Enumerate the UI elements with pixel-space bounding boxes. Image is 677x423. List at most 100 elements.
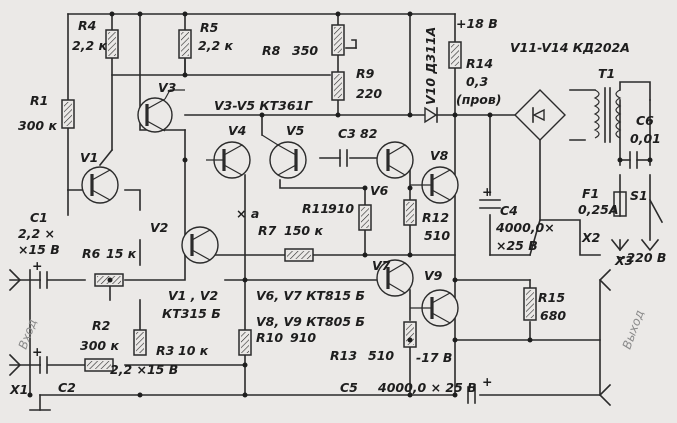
transistor-v8 (410, 166, 459, 204)
transistors (81, 89, 459, 327)
label-v11v14: V11-V14 КД202А (510, 40, 630, 55)
label-mains-visible: ~220 В (616, 250, 666, 265)
transistor-v3 (137, 89, 185, 133)
transistor-v4 (206, 141, 251, 179)
label-r5: R5 (200, 20, 219, 35)
label-negative-supply: -17 В (416, 350, 452, 365)
label-positive-supply: +18 В (456, 16, 498, 31)
label-r9: R9 (356, 66, 375, 81)
label-c4-plus: + (482, 184, 492, 199)
label-r2-value: 300 к (80, 338, 119, 353)
label-v6v7-type: V6, V7 КТ815 Б (256, 288, 365, 303)
label-x1: X1 (9, 382, 28, 397)
capacitor-c1 (39, 271, 48, 289)
label-c4: C4 (500, 203, 518, 218)
label-v8: V8 (430, 148, 449, 163)
transistor-v6 (376, 141, 414, 179)
label-v7: V7 (372, 258, 391, 273)
label-c5-value: 4000,0 × 25 В (377, 380, 477, 395)
label-point-a: × а (236, 206, 259, 221)
label-r7: R7 (258, 223, 277, 238)
junction-dots (27, 11, 653, 398)
transistor-v2 (181, 226, 219, 264)
label-r10: R10 (256, 330, 283, 345)
transformer-t1 (593, 81, 651, 143)
label-r10-value: 910 (290, 330, 316, 345)
label-r3-value: 10 к (178, 343, 209, 358)
label-r12: R12 (422, 210, 449, 225)
label-v9: V9 (424, 268, 443, 283)
label-v1v2-type: V1 , V2 (168, 288, 218, 303)
transistor-v7 (376, 259, 414, 297)
capacitor-c6 (619, 151, 651, 169)
label-c4-value-2: ×25 В (496, 238, 538, 253)
capacitor-c5 (467, 386, 476, 404)
diode-v10 (424, 106, 438, 124)
label-v3: V3 (158, 80, 176, 95)
switch-s1 (648, 198, 664, 224)
label-r13: R13 (330, 348, 357, 363)
label-r15: R15 (538, 290, 565, 305)
fuse-f1 (613, 191, 627, 217)
label-r1: R1 (30, 93, 48, 108)
label-r8-value: 350 (292, 43, 318, 58)
label-c3-value: 82 (360, 126, 377, 141)
label-v6: V6 (370, 183, 389, 198)
label-f1-value: 0,25А (578, 202, 619, 217)
label-r11-value: 910 (328, 201, 354, 216)
label-c5-plus: + (482, 374, 492, 389)
label-r13-value: 510 (368, 348, 394, 363)
label-r5-value: 2,2 к (198, 38, 233, 53)
capacitor-c3 (339, 149, 348, 167)
bridge-rectifier (514, 89, 566, 141)
label-v3v5-type: V3-V5 КТ361Г (214, 98, 313, 113)
transistor-v1 (81, 166, 119, 204)
label-r6-value: 15 к (106, 246, 137, 261)
label-c3: C3 (338, 126, 356, 141)
resistors (61, 24, 537, 372)
label-c1-value-1: 2,2 × (18, 226, 55, 241)
label-r8: R8 (262, 43, 281, 58)
label-r9-value: 220 (356, 86, 382, 101)
label-c1: C1 (30, 210, 48, 225)
label-f1: F1 (582, 186, 599, 201)
capacitor-c2 (39, 356, 48, 374)
capacitor-c4 (479, 199, 501, 209)
label-v2: V2 (150, 220, 168, 235)
label-r11: R11 (302, 201, 329, 216)
label-r1-value: 300 к (18, 118, 57, 133)
label-r4: R4 (78, 18, 96, 33)
label-t1: T1 (598, 66, 615, 81)
label-c2: C2 (58, 380, 76, 395)
label-x2: X2 (581, 230, 600, 245)
label-c2-plus: + (32, 344, 42, 359)
labels: R1 300 к R4 2,2 к R5 2,2 к R8 350 R9 220… (9, 16, 666, 397)
transistor-v5 (261, 134, 307, 179)
label-output: Выход (620, 308, 647, 351)
label-r4-value: 2,2 к (72, 38, 107, 53)
label-c1-value-2: ×15 В (18, 242, 60, 257)
label-r14-note: (пров) (456, 92, 502, 107)
label-r15-value: 680 (540, 308, 566, 323)
label-c2-value: 2,2 ×15 В (110, 362, 178, 377)
label-v10: V10 Д311А (423, 27, 438, 105)
label-x3: X3 (614, 253, 633, 268)
label-v1: V1 (80, 150, 98, 165)
transistor-v9 (410, 289, 459, 327)
label-r14-value: 0,3 (466, 74, 488, 89)
label-r6: R6 (82, 246, 101, 261)
connectors (8, 238, 660, 411)
label-r14: R14 (466, 56, 493, 71)
label-c1-plus: + (32, 258, 42, 273)
label-r3: R3 (156, 343, 174, 358)
label-c6-value: 0,01 (630, 131, 661, 146)
label-r2: R2 (92, 318, 110, 333)
label-v1v2-model: КТ315 Б (162, 306, 221, 321)
label-s1: S1 (630, 188, 648, 203)
label-c5: C5 (340, 380, 358, 395)
label-v5: V5 (286, 123, 305, 138)
label-v4: V4 (228, 123, 246, 138)
label-v8v9-type: V8, V9 КТ805 Б (256, 314, 365, 329)
